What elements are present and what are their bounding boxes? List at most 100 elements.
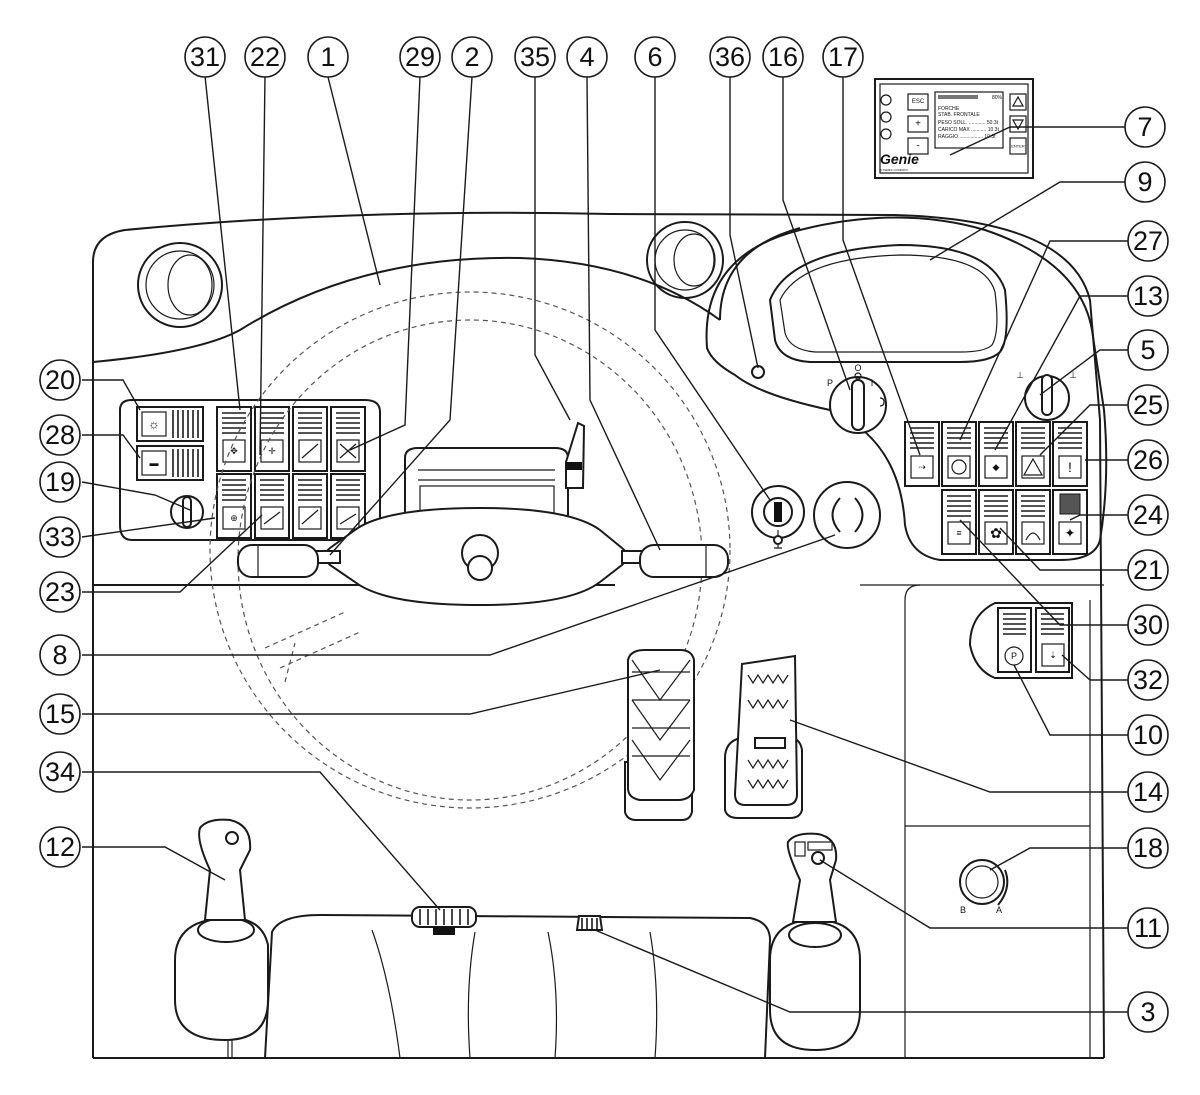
switch-27[interactable] [941,421,977,487]
right-switch-pod: P ⇣ [968,602,1073,679]
callout-12: 12 [39,826,81,868]
seat [264,906,772,1059]
accelerator-pedal[interactable] [624,649,695,821]
steering-mode-icon: ⇢ [918,462,926,472]
seat-adjust-knob-34[interactable] [411,906,477,935]
callout-30: 30 [1127,604,1169,646]
plus-button[interactable] [907,115,929,133]
down-button[interactable] [1009,115,1027,133]
callout-17: 17 [822,36,864,78]
svg-text:28: 28 [45,420,75,450]
callout-35: 35 [514,36,556,78]
svg-text:34: 34 [45,757,75,787]
svg-text:25: 25 [1133,390,1163,420]
callout-6: 6 [634,36,676,78]
switch-boom-a[interactable] [292,406,328,472]
svg-text:1: 1 [320,42,335,72]
parking-brake-icon: P [1011,651,1017,661]
switch-17[interactable]: ⇢ [904,421,940,487]
lcd-line-5: RAGGIO ................. 10.3t [938,134,996,140]
switch-20[interactable]: ☼ [136,406,204,442]
lcd-screen [934,91,1004,149]
switch-wiper[interactable] [1015,489,1051,555]
drive-selector[interactable]: ⊥ ⊥ [1016,370,1077,421]
svg-text:8: 8 [52,640,67,670]
switch-24[interactable]: ✦ [1052,489,1088,555]
switch-13[interactable]: ◆ [978,421,1014,487]
switch-26[interactable]: ! [1052,421,1088,487]
callout-11: 11 [1127,907,1169,949]
switch-33[interactable]: ⊕ [216,473,252,539]
seat-lever-3[interactable] [575,915,604,931]
callout-13: 13 [1127,275,1169,317]
callout-32: 32 [1127,659,1169,701]
leader-lines [81,75,1140,1013]
svg-text:24: 24 [1133,500,1163,530]
svg-text:29: 29 [405,42,435,72]
brand-subtitle: A TEREX COMPANY [880,168,908,172]
switch-23[interactable] [254,473,290,539]
callout-9: 9 [1124,161,1166,203]
callout-14: 14 [1127,771,1169,813]
callout-36: 36 [709,36,751,78]
switch-light[interactable]: ≡ [941,489,977,555]
steering-grip-left[interactable] [237,544,319,578]
vehicle-icon: ▬ [150,458,159,468]
ignition-switch[interactable]: P I O [827,363,887,434]
brake-pedal[interactable] [724,654,803,819]
callout-16: 16 [762,36,804,78]
svg-text:14: 14 [1133,777,1163,807]
svg-text:7: 7 [1137,112,1152,142]
esc-label: ESC [912,99,925,105]
steering-wheel[interactable] [209,291,731,809]
svg-text:18: 18 [1133,833,1163,863]
enter-button[interactable] [1009,137,1027,155]
switch-31[interactable]: ✥ [216,406,252,472]
esc-button[interactable] [907,93,929,111]
callout-25: 25 [1127,384,1169,426]
svg-text:17: 17 [828,42,858,72]
axle-lock-icon [951,459,967,475]
svg-text:31: 31 [190,42,220,72]
four-wheel-icon: ⊥ [1069,370,1077,380]
boom-extend-icon [301,509,319,525]
svg-text:11: 11 [1134,913,1162,943]
right-joystick[interactable] [769,832,861,1052]
switch-25[interactable] [1015,421,1051,487]
switch-boom-b[interactable] [292,473,328,539]
down-arrow-icon [1011,119,1025,131]
status-led-2 [880,111,892,123]
key-lock-6[interactable] [751,485,805,549]
status-led-3 [880,128,892,140]
lcd-line-4: CARICO MAX ........... 10.3t [938,127,999,133]
switch-28[interactable]: ▬ [136,445,204,481]
switch-21[interactable]: ✿ [978,489,1014,555]
rotary-control-8[interactable] [813,481,881,549]
callout-34: 34 [39,751,81,793]
svg-text:6: 6 [647,42,662,72]
rotary-selector-19[interactable] [170,495,204,529]
display-unit: ESC + - 80% FORCHE STAB. FRONTALE PESO S… [874,78,1034,179]
right-switch-bank: ⇢ ◆ ! ≡ [904,421,1088,555]
capacity-percent: 80% [992,95,1003,101]
rotary-dial-18[interactable]: B A [959,859,1009,915]
column-lever-35[interactable] [565,421,586,489]
callout-2: 2 [451,36,493,78]
svg-text:30: 30 [1133,610,1163,640]
callouts: 31 22 1 29 2 35 4 6 36 16 17 7 9 27 13 5… [39,36,1169,1033]
svg-text:13: 13 [1133,281,1163,311]
svg-text:33: 33 [45,522,75,552]
left-joystick[interactable] [174,818,269,1059]
wiper-icon [1025,532,1041,541]
up-button[interactable] [1009,93,1027,111]
switch-29[interactable] [330,406,366,472]
callout-31: 31 [184,36,226,78]
switch-32[interactable]: ⇣ [1035,607,1070,673]
callout-4: 4 [566,36,608,78]
minus-button[interactable] [907,137,929,155]
steering-grip-right[interactable] [639,544,729,578]
switch-10[interactable]: P [997,607,1032,673]
cab-body [92,211,1105,1059]
key-position-o: O [854,363,861,373]
